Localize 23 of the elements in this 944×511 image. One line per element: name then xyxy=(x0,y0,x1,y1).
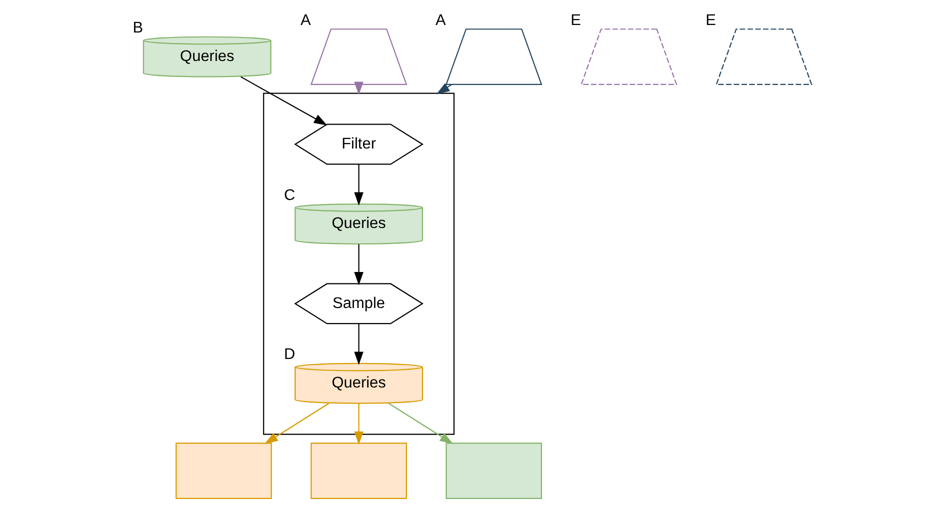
arrow xyxy=(354,164,364,206)
node-label: A xyxy=(436,12,446,29)
arrow xyxy=(436,83,452,94)
node-box xyxy=(446,442,542,500)
node-label: B xyxy=(132,20,144,37)
cluster xyxy=(263,92,455,435)
node-box xyxy=(310,442,407,500)
arrow xyxy=(354,244,364,286)
node-curve xyxy=(580,28,678,86)
arrow xyxy=(354,82,364,95)
node-curve xyxy=(445,28,542,86)
arrow xyxy=(354,324,364,365)
arrow xyxy=(388,402,454,444)
node-label: D xyxy=(284,346,296,364)
arrow xyxy=(354,403,364,445)
arrow xyxy=(240,76,328,126)
node-label: E xyxy=(706,12,716,29)
node-box xyxy=(176,442,272,500)
node-label: A xyxy=(300,12,311,29)
node-label: E xyxy=(570,12,581,29)
node-curve xyxy=(716,28,812,86)
node-label: C xyxy=(284,186,296,204)
arrow xyxy=(264,402,330,444)
